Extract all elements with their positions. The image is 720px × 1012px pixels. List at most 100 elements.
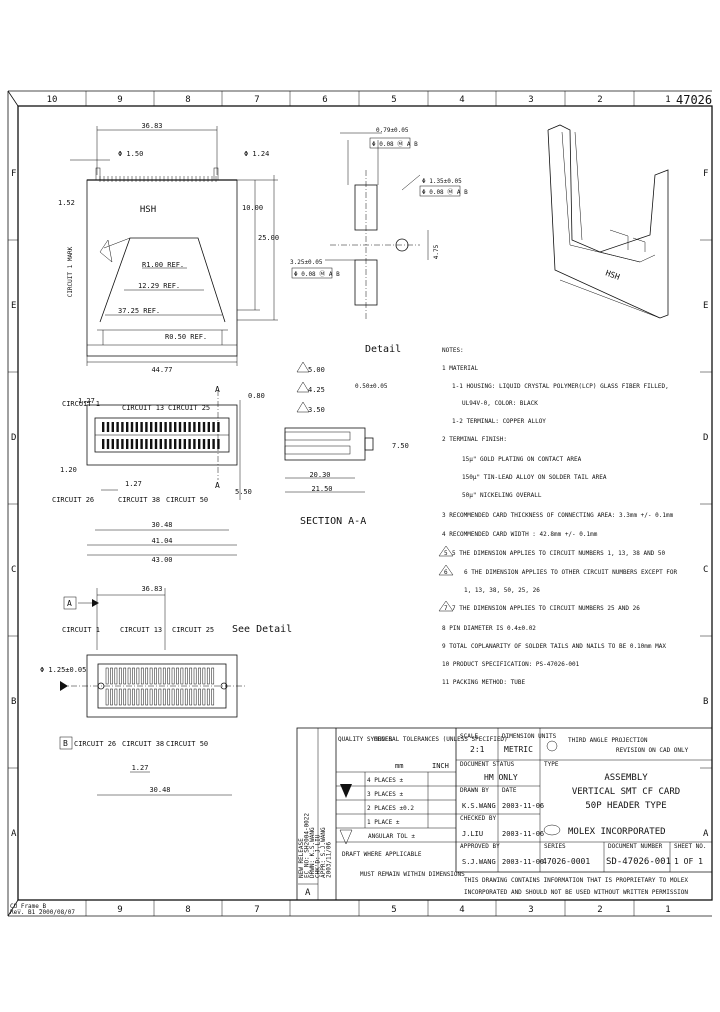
note-line: 10 PRODUCT SPECIFICATION: PS-47026-001 [442,661,580,668]
tb-places-4: 4 PLACES ± [367,777,404,784]
tb-drawn-by-label: DRAWN BY [460,787,489,794]
tb-sheet-label: SHEET NO. [674,843,707,850]
section-label: SECTION A-A [300,516,366,527]
tb-dim-units-label: DIMENSION UNITS [502,733,557,740]
tb-units-inch: INCH [432,762,449,770]
iso-marking: HSH [604,268,621,281]
zone-col-bottom: 9 [117,905,122,915]
note-line: 6 THE DIMENSION APPLIES TO OTHER CIRCUIT… [464,569,678,576]
front-circuit-50: CIRCUIT 50 [166,496,208,504]
note-line: 7 THE DIMENSION APPLIES TO CIRCUIT NUMBE… [452,605,640,612]
note-line: 1 MATERIAL [442,365,479,372]
dim-1-27-bottom: 1.27 [132,764,149,772]
zone-row-left: F [11,169,16,179]
tb-doc-number: SD-47026-001 [606,857,671,867]
zone-col-bottom: 2 [597,905,602,915]
zone-row-right: D [703,433,708,443]
zone-row-left: B [11,697,16,707]
tb-series-label: SERIES [544,843,566,850]
tb-quality-symbols: QUALITY SYMBOLS [338,736,393,743]
zone-row-left: D [11,433,16,443]
dim-hole-1-24: Φ 1.24 [244,150,269,158]
tb-approved-by-label: APPROVED BY [460,843,500,850]
rev-entry: DRWN: K.S.WANG [309,827,316,878]
dim-5-50: 5.50 [235,488,252,496]
tb-angular: ANGULAR TOL ± [368,833,415,840]
dim-7-50: 7.50 [392,442,409,450]
dim-36-83-top: 36.83 [141,122,162,130]
tb-revision-label: REVISION ON CAD ONLY [616,747,689,754]
note-line: 2 TERMINAL FINISH: [442,436,507,443]
dim-r0-50-ref: R0.50 REF. [165,333,207,341]
tb-places-1: 1 PLACE ± [367,819,400,826]
dim-1-20: 1.20 [60,466,77,474]
dim-0-80: 0.80 [248,392,265,400]
rev-entry: NEW RELEASE [298,838,305,878]
dim-1-27-front-b: 1.27 [125,480,142,488]
zone-col-top: 8 [185,95,190,105]
zone-col-bottom: 5 [391,905,396,915]
tb-proprietary-2: INCORPORATED AND SHOULD NOT BE USED WITH… [464,889,688,896]
isometric-view: HSH [547,124,669,319]
dim-44-77: 44.77 [151,366,172,374]
rev-entry: EC NO: SH2004-0022 [304,813,311,878]
bottom-circuit-26: CIRCUIT 26 [74,740,116,748]
frame-label: CU_Frame_B [10,903,47,910]
dim-hole-1-25: Φ 1.25±0.05 [40,666,86,674]
note-line: 50μ" NICKELING OVERALL [462,492,542,499]
tb-places-2: 2 PLACES ±0.2 [367,805,414,812]
dim-3-25: 3.25±0.05 [290,259,323,266]
zone-col-bottom: 7 [254,905,259,915]
dim-4-75: 4.75 [433,244,440,259]
zone-col-top: 7 [254,95,259,105]
dim-30-48-front: 30.48 [151,521,172,529]
zone-col-top: 5 [391,95,396,105]
zone-row-right: E [703,301,708,311]
zone-col-top: 10 [47,95,58,105]
zone-col-top: 1 [665,95,670,105]
bottom-circuit-13: CIRCUIT 13 [120,626,162,634]
hsh-marking: HSH [140,205,156,215]
zone-col-bottom: 4 [459,905,464,915]
zone-row-right: B [703,697,708,707]
rev-entry: 2003/11/06 [326,841,333,878]
detail-view: 0.79±0.05 Φ 0.08 Ⓜ A B Φ 1.35±0.05 Φ 0.0… [290,127,468,355]
zone-row-left: A [11,829,17,839]
dim-30-48-bottom: 30.48 [149,786,170,794]
zone-col-top: 4 [459,95,464,105]
tb-places-3: 3 PLACES ± [367,791,404,798]
rev-entry: CHK'D: J.LIU [315,834,322,878]
tb-title-3: 50P HEADER TYPE [585,801,666,811]
bottom-circuit-50: CIRCUIT 50 [166,740,208,748]
bottom-circuit-25: CIRCUIT 25 [172,626,214,634]
tb-checked-by: J.LIU [462,830,483,838]
zone-row-left: C [11,565,16,575]
bottom-view: 36.83 Φ 1.25±0.05 1.27 30.48 A B See Det… [40,585,292,796]
flag-3-50: 3.50 [308,406,325,414]
front-circuit-1: CIRCUIT 1 [62,400,100,408]
dim-10-00: 10.00 [242,204,263,212]
dim-41-04: 41.04 [151,537,172,545]
front-circuit-25: CIRCUIT 25 [168,404,210,412]
dim-hole-1-50: Φ 1.50 [118,150,143,158]
tb-units: METRIC [504,745,533,754]
note-line: 1, 13, 38, 50, 25, 26 [464,587,540,594]
see-detail-label: See Detail [232,624,292,635]
dim-25-00: 25.00 [258,234,279,242]
flag-5-00: 5.00 [308,366,325,374]
tb-third-angle: THIRD ANGLE PROJECTION [568,737,648,744]
dim-43-00: 43.00 [151,556,172,564]
note-line: 150μ" TIN-LEAD ALLOY ON SOLDER TAIL AREA [462,474,607,481]
dim-0-50: 0.50±0.05 [355,383,388,390]
note-line: 8 PIN DIAMETER IS 0.4±0.02 [442,625,536,632]
note-flag: 5 [444,550,448,557]
note-line: 9 TOTAL COPLANARITY OF SOLDER TAILS AND … [442,643,666,650]
zone-col-bottom: 1 [665,905,670,915]
drawing-number-top: 47026 [676,93,712,107]
tb-date-label: DATE [502,787,517,794]
front-circuit-26: CIRCUIT 26 [52,496,94,504]
dim-20-30: 20.30 [309,471,330,479]
